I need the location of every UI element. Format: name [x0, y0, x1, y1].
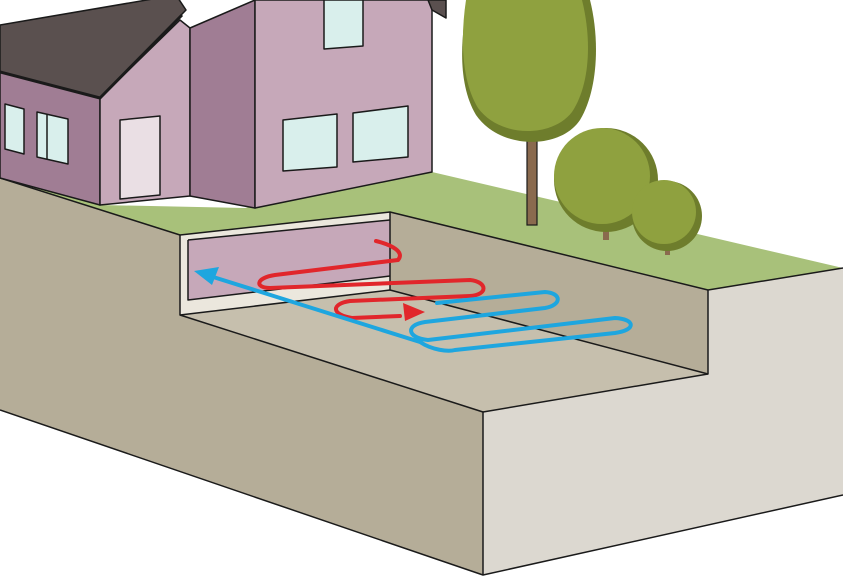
- house-main-side-wall: [190, 0, 255, 208]
- window-front-upper: [324, 0, 363, 49]
- house-door: [120, 116, 160, 199]
- house: [0, 0, 446, 208]
- window-front-lower-right: [353, 106, 408, 162]
- window-left-1: [5, 104, 24, 154]
- window-left-2: [37, 112, 68, 164]
- ground-block: [0, 172, 843, 575]
- window-front-lower-left: [283, 114, 337, 171]
